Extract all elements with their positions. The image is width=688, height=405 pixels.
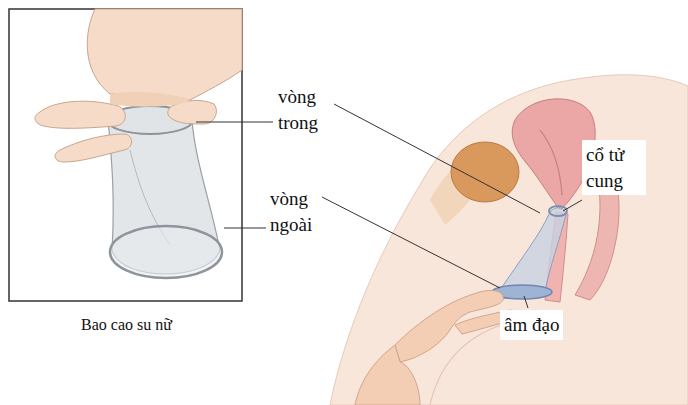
figure-caption: Bao cao su nữ [9, 316, 244, 334]
part-label: vòng ngoài [270, 186, 312, 237]
anatomy-illustration [330, 75, 688, 405]
leader-lines [196, 104, 582, 308]
part-label: vòng trong [278, 84, 318, 135]
part-label: âm đạo [500, 310, 563, 340]
condom-panel [9, 9, 242, 301]
part-label: cổ tử cung [582, 140, 646, 195]
